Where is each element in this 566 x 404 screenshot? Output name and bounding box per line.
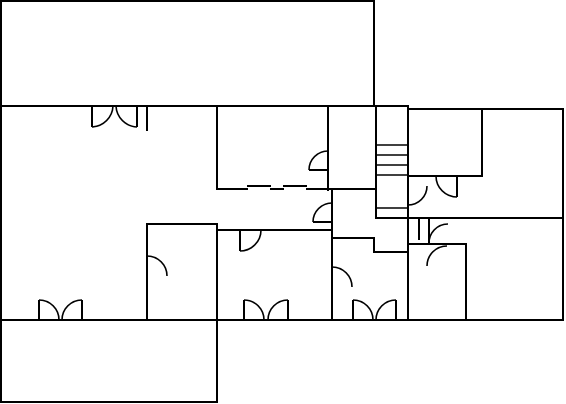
- closet-right: [407, 243, 467, 321]
- door-right-top-a: [407, 185, 428, 206]
- double-door-bottom-center: [243, 299, 289, 321]
- exterior-walls: [0, 105, 564, 321]
- stairs: [376, 144, 408, 209]
- deck-bottom: [0, 319, 218, 403]
- double-door-bottom-right: [352, 299, 397, 321]
- double-door-top-left: [91, 105, 148, 131]
- room-center-top: [216, 105, 329, 190]
- door-bath: [331, 266, 353, 288]
- window-marks: [247, 185, 307, 191]
- room-right-top: [407, 108, 483, 177]
- door-closet-right: [418, 218, 449, 267]
- interior-walls: [146, 105, 564, 321]
- door-room-center-top: [308, 150, 329, 171]
- closet-left: [146, 223, 218, 321]
- door-right-top-b: [435, 175, 458, 198]
- door-closet-left: [146, 255, 168, 277]
- double-door-bottom-left: [38, 299, 83, 321]
- hall-center: [331, 237, 409, 253]
- door-hall: [312, 202, 333, 223]
- deck-top: [0, 0, 375, 107]
- door-room-center-bottom: [239, 229, 262, 252]
